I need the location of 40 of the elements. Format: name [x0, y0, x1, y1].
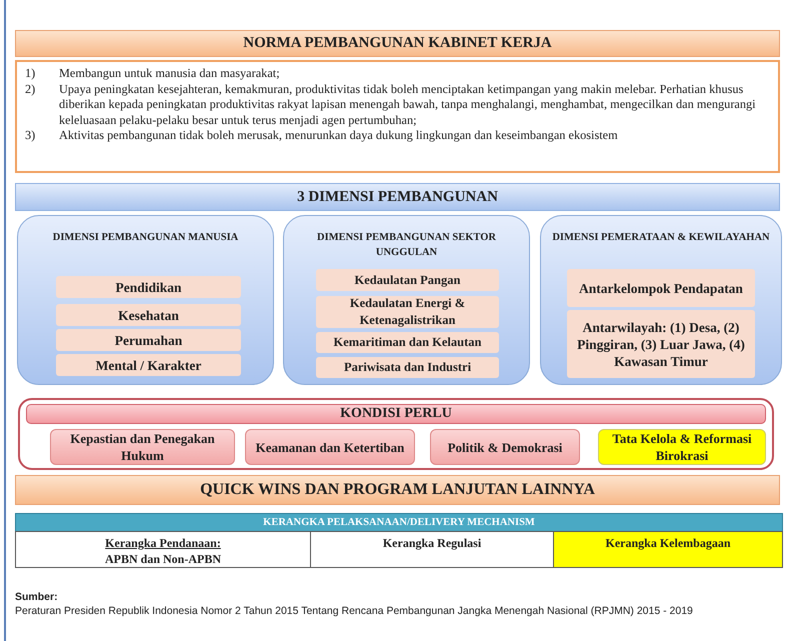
- topic-tag: Kemaritiman dan Kelautan: [316, 332, 499, 353]
- topic-tag: Mental / Karakter: [56, 354, 241, 376]
- source-heading: Sumber:: [15, 591, 59, 603]
- topic-tag: Perumahan: [56, 329, 241, 351]
- section-banner: NORMA PEMBANGUNAN KABINET KERJA: [15, 30, 780, 57]
- section-banner: KONDISI PERLU: [26, 404, 766, 424]
- topic-tag: Antarkelompok Pendapatan: [567, 269, 755, 307]
- cell-text: APBN dan Non-APBN: [104, 551, 221, 567]
- section-banner: QUICK WINS DAN PROGRAM LANJUTAN LAINNYA: [15, 475, 780, 505]
- topic-tag: Antarwilayah: (1) Desa, (2) Pinggiran, (3) Luar Jawa, (4) Kawasan Timur: [567, 310, 755, 378]
- topic-tag: Pariwisata dan Industri: [316, 357, 499, 378]
- card-heading: DIMENSI PEMERATAAN & KEWILAYAHAN: [551, 231, 771, 245]
- table-cell: Kerangka Kelembagaan: [553, 531, 783, 568]
- list-number: 2): [25, 82, 36, 97]
- list-item-text: Membangun untuk manusia dan masyarakat;: [59, 66, 281, 82]
- condition-box: Tata Kelola & Reformasi Birokrasi: [598, 429, 766, 465]
- condition-box: Politik & Demokrasi: [430, 429, 580, 465]
- table-cell: [15, 531, 311, 568]
- topic-tag: Kedaulatan Energi & Ketenagalistrikan: [316, 296, 499, 328]
- dimension-card: [283, 215, 530, 385]
- topic-tag: Pendidikan: [56, 276, 241, 298]
- cell-heading: Kerangka Pendanaan:: [105, 535, 221, 551]
- list-number: 3): [25, 128, 36, 144]
- list-number: 1): [25, 66, 36, 82]
- condition-box: Kepastian dan Penegakan Hukum: [50, 429, 235, 465]
- table-cell: Kerangka Regulasi: [310, 531, 554, 568]
- card-heading: DIMENSI PEMBANGUNAN SEKTOR UNGGULAN: [316, 231, 497, 260]
- list-item-text: Upaya peningkatan kesejahteran, kemakmuran, produktivitas tidak boleh menciptakan ketimpangan yang makin melebar. Perhatian khusus diberikan kepada peningkatan produktivitas rakyat lapisan menengah bawah, tanpa menghalangi, menghambat, mengecilkan dan mengurangi keleluasaan pelaku-pelaku besar untuk terus menjadi agen pertumbuhan;: [59, 82, 757, 128]
- dimension-card: [17, 215, 274, 385]
- norms-panel: [15, 60, 780, 173]
- source-note: Peraturan Presiden Republik Indonesia Nomor 2 Tahun 2015 Tentang Rencana Pembangunan Jangka Menengah Nasional (RPJMN) 2015 - 2019: [15, 605, 694, 617]
- conditions-frame: [18, 398, 774, 470]
- section-banner: 3 DIMENSI PEMBANGUNAN: [15, 183, 780, 211]
- topic-tag: Kedaulatan Pangan: [316, 269, 499, 291]
- list-item-text: Aktivitas pembangunan tidak boleh merusak, menurunkan daya dukung lingkungan dan keseimbangan ekosistem: [59, 128, 619, 144]
- condition-box: Keamanan dan Ketertiban: [245, 429, 415, 465]
- table-header: KERANGKA PELAKSANAAN/DELIVERY MECHANISM: [15, 513, 783, 532]
- card-heading: DIMENSI PEMBANGUNAN MANUSIA: [52, 231, 240, 245]
- topic-tag: Kesehatan: [56, 304, 241, 326]
- dimension-card: [540, 215, 782, 385]
